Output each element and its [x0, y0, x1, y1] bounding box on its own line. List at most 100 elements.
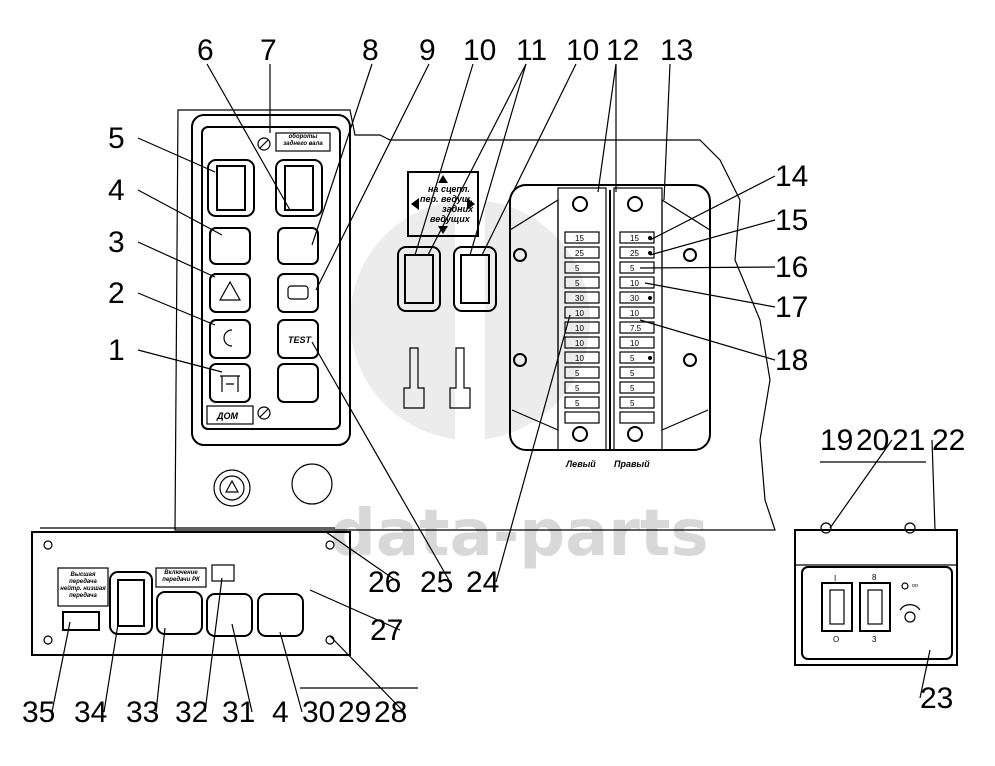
fuse-value: 5 — [575, 399, 580, 408]
callout-30: 30 — [302, 696, 335, 729]
callout-11: 11 — [516, 34, 547, 67]
drive-axle-indicator: на сцепл. пер. ведущ. задних ведущих — [407, 171, 479, 237]
fuse-value: 5 — [575, 384, 580, 393]
callout-34: 34 — [74, 696, 107, 729]
callout-12: 12 — [606, 34, 639, 67]
left-switch-panel: обороты заднего вала TEST ДОМ — [191, 114, 351, 446]
test-label: TEST — [288, 335, 313, 345]
leader-line — [51, 621, 71, 713]
leader-line — [137, 189, 223, 236]
fuse-slot — [619, 246, 655, 259]
callout-16: 16 — [775, 251, 808, 284]
fuse-slot — [619, 351, 655, 364]
callout-1: 1 — [108, 334, 125, 367]
fuse-value: 10 — [575, 339, 584, 348]
right-switch-panel: I O 8 3 ᵒᵒ — [794, 522, 958, 666]
fuse-slot — [619, 276, 655, 289]
callout-18: 18 — [775, 344, 808, 377]
fuse-slot — [619, 396, 655, 409]
callout-7: 7 — [260, 34, 277, 67]
leader-line — [931, 439, 936, 531]
leader-line — [649, 175, 776, 241]
leader-line — [329, 635, 405, 713]
bottom-switch-panel: Высшая передача нейтр. низшая передача В… — [31, 527, 351, 656]
watermark-text: data-parts — [330, 497, 709, 571]
fuse-slot — [564, 411, 600, 424]
leader-line — [103, 623, 119, 713]
callout-22: 22 — [932, 424, 965, 457]
fuse-slot — [564, 351, 600, 364]
fuse-right-label: Правый — [614, 459, 650, 469]
fuse-slot — [564, 381, 600, 394]
dom-label: ДОМ — [216, 411, 239, 421]
fuse-slot — [619, 366, 655, 379]
fuse-value: 5 — [630, 264, 635, 273]
leader-line — [639, 266, 776, 269]
fuse-marker — [648, 356, 652, 360]
leader-line — [469, 63, 527, 256]
callout-25: 25 — [420, 566, 453, 599]
leader-line — [137, 349, 223, 373]
leader-line — [311, 341, 451, 583]
callout-32: 32 — [175, 696, 208, 729]
fuse-marker — [648, 251, 652, 255]
fuse-left-label: Левый — [565, 459, 596, 469]
callout-31: 31 — [222, 696, 255, 729]
leader-line — [137, 292, 216, 326]
switch-off-label: O — [833, 635, 839, 644]
callout-29: 29 — [338, 696, 371, 729]
leader-line — [649, 219, 776, 256]
fuse-value: 30 — [630, 294, 639, 303]
fuse-slot — [619, 411, 655, 424]
arrow-left-label: пер. ведущ. — [420, 194, 473, 204]
fuse-value: 5 — [630, 354, 635, 363]
fuse-value: 7.5 — [630, 324, 642, 333]
fuse-value: 5 — [630, 399, 635, 408]
fuse-slot — [564, 291, 600, 304]
leader-line — [639, 319, 776, 361]
callout-28: 28 — [374, 696, 407, 729]
leader-line — [427, 63, 527, 256]
fuse-slot — [564, 366, 600, 379]
leader-line — [829, 439, 893, 529]
callout-9: 9 — [419, 34, 436, 67]
switch-on-label: I — [834, 574, 836, 583]
callout-10: 10 — [566, 34, 599, 67]
callout-23: 23 — [920, 682, 953, 715]
fuse-value: 10 — [575, 309, 584, 318]
callout-14: 14 — [775, 160, 808, 193]
fuse-slot — [619, 306, 655, 319]
callout-3: 3 — [108, 226, 125, 259]
leader-line — [279, 631, 303, 713]
fuse-value: 10 — [630, 339, 639, 348]
fuse-value: 10 — [575, 354, 584, 363]
fuse-value: 25 — [630, 249, 639, 258]
fuse-value: 5 — [575, 369, 580, 378]
callout-17: 17 — [775, 291, 808, 324]
callout-15: 15 — [775, 204, 808, 237]
leader-line — [311, 63, 373, 246]
fuse-value: 15 — [630, 234, 639, 243]
leader-line — [137, 241, 216, 278]
callout-35: 35 — [22, 696, 55, 729]
leader-line — [325, 531, 399, 583]
callout-20: 20 — [856, 424, 889, 457]
fuse-slot — [619, 381, 655, 394]
switch2-top-label: 8 — [872, 573, 877, 582]
callout-13: 13 — [660, 34, 693, 67]
fuse-marker — [648, 296, 652, 300]
fuse-box: 1525553010101010555152551030107.5105555 … — [509, 184, 711, 469]
callout-2: 2 — [108, 277, 125, 310]
shaft-speed-label: обороты заднего вала — [283, 134, 323, 147]
callout-21: 21 — [892, 424, 925, 457]
callout-26: 26 — [368, 566, 401, 599]
fuse-value: 10 — [575, 324, 584, 333]
fuse-slot — [619, 291, 655, 304]
callout-33: 33 — [126, 696, 159, 729]
fuse-value: 25 — [575, 249, 584, 258]
callout-4: 4 — [272, 696, 289, 729]
fuse-slot — [564, 321, 600, 334]
leader-line — [597, 63, 617, 193]
leader-line — [206, 63, 291, 211]
